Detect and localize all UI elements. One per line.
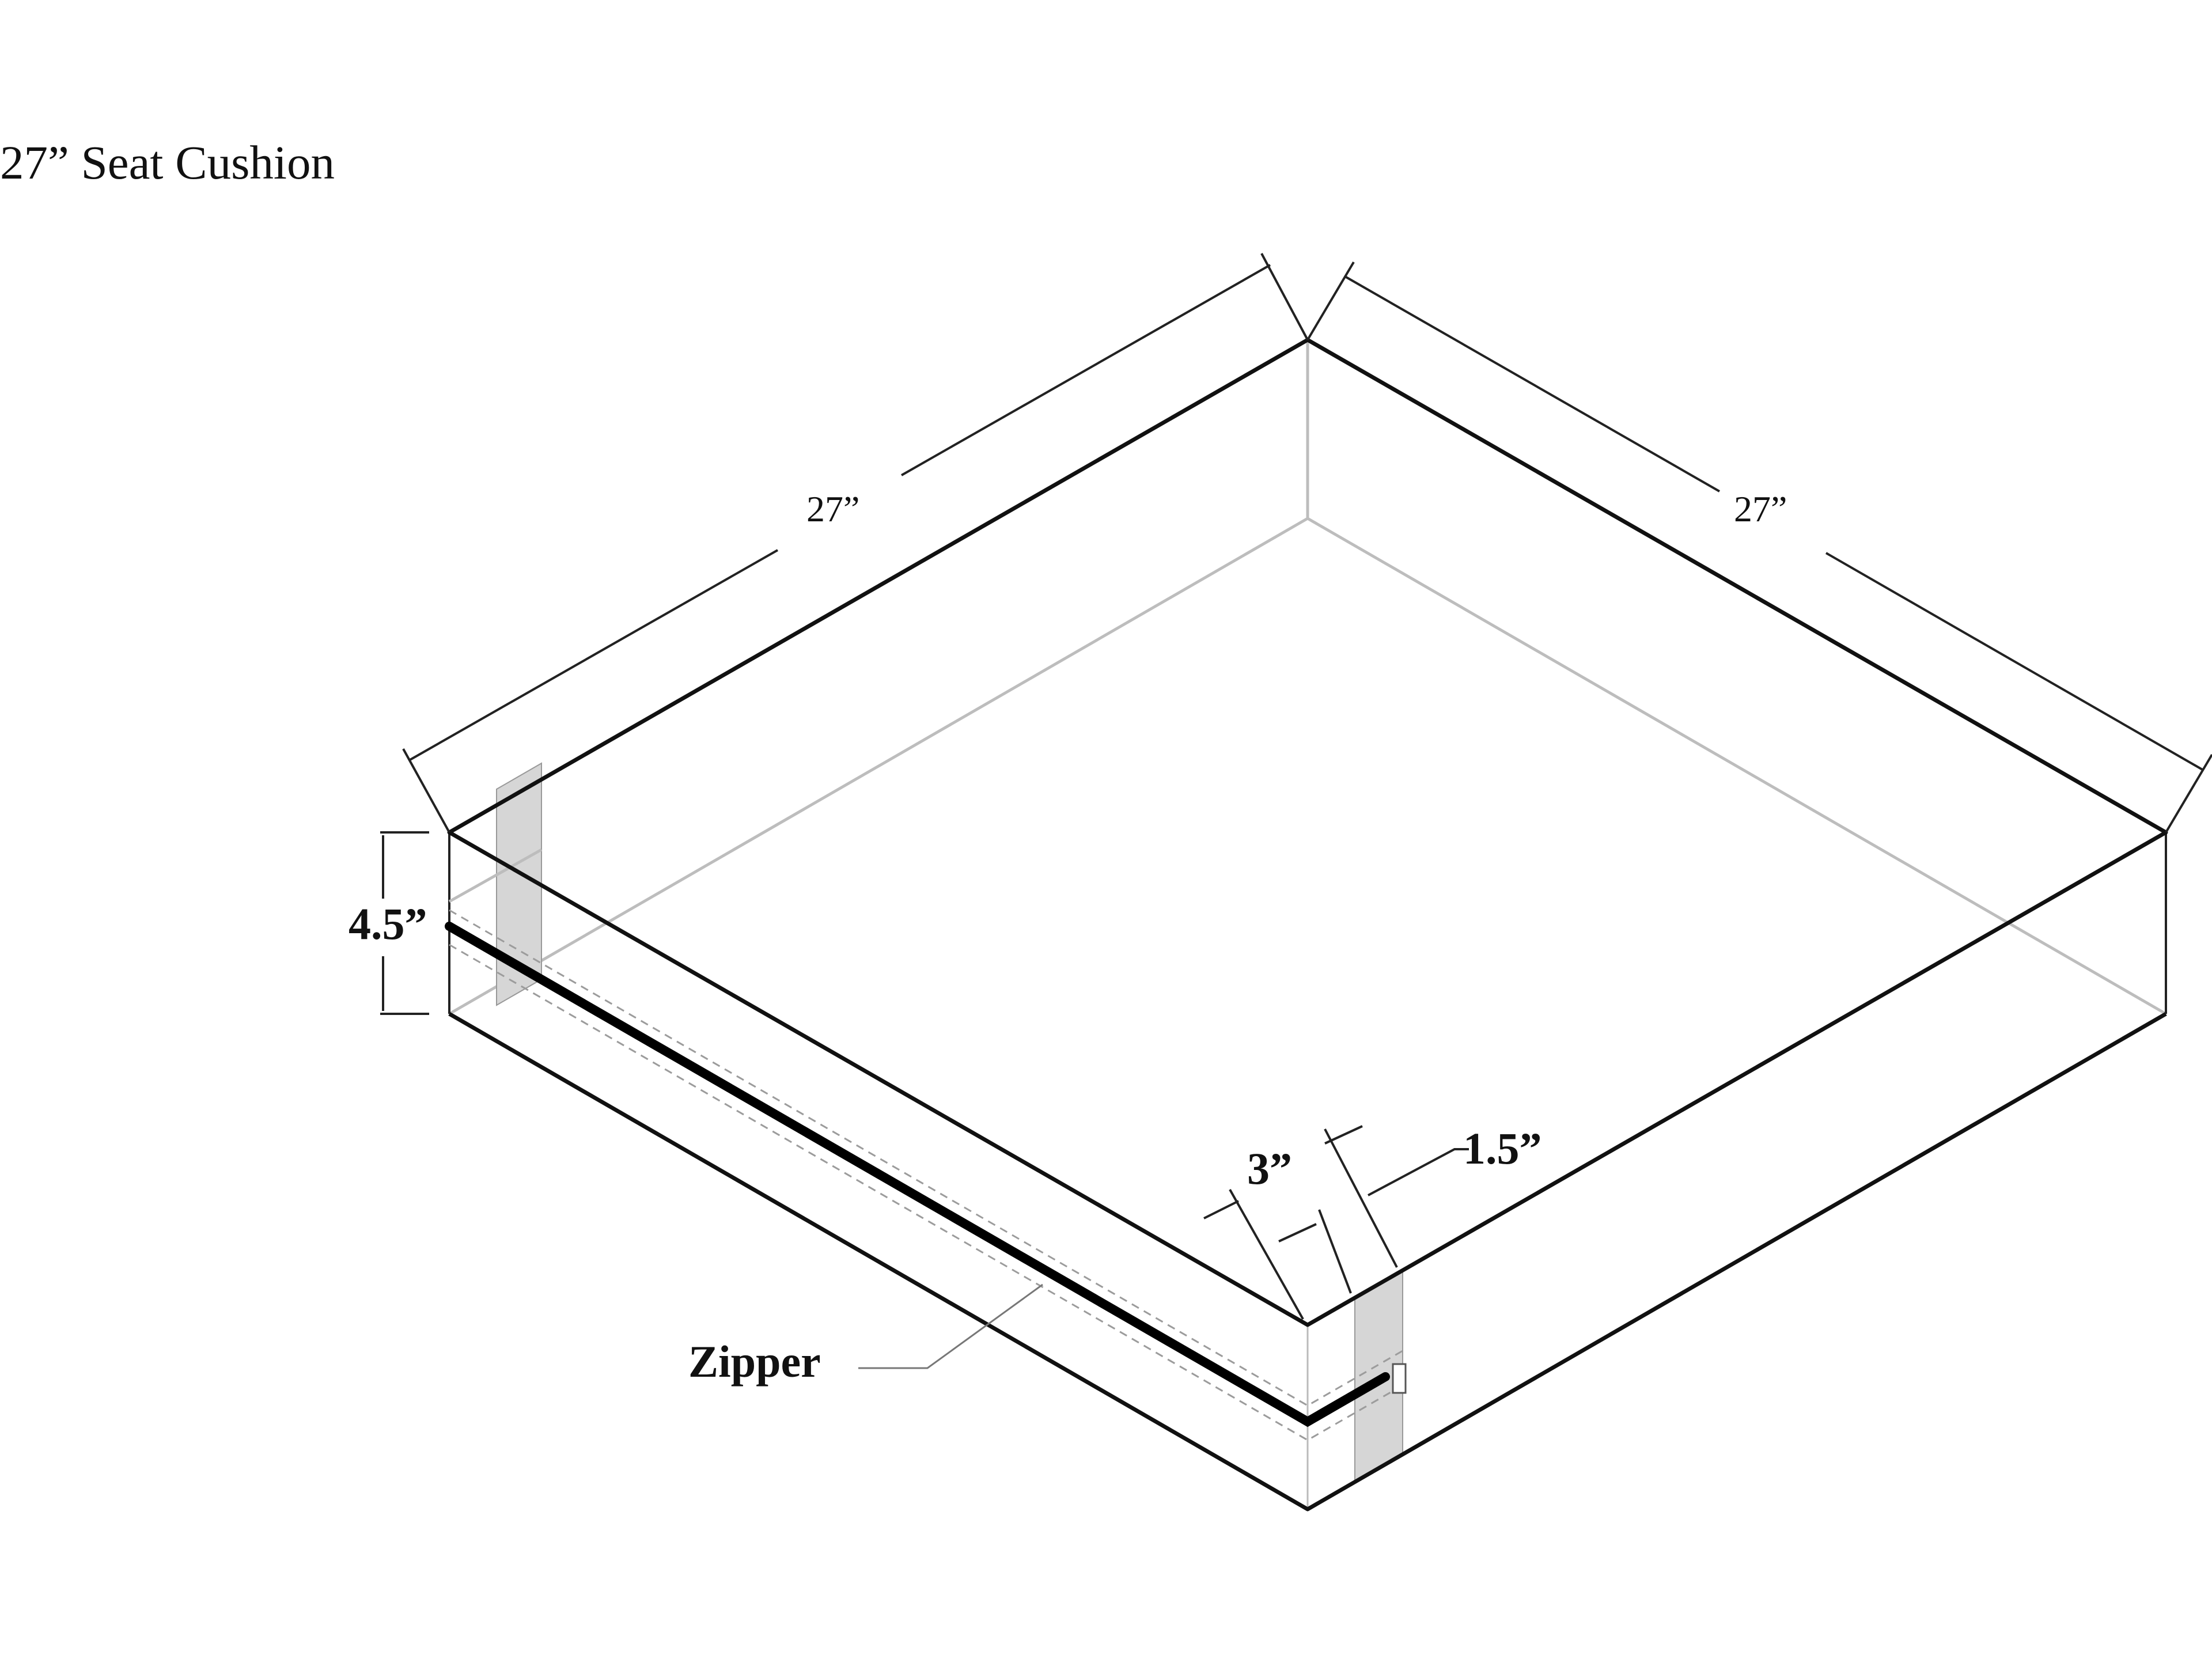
zipper-line [445, 922, 1390, 1427]
zipper-callout: Zipper [688, 1283, 1043, 1387]
height-label: 4.5” [349, 899, 427, 949]
bottom-edges [448, 1012, 2167, 1512]
depth-dimension: 27” [1306, 261, 2212, 834]
width-label: 27” [806, 488, 859, 529]
height-dimension: 4.5” [349, 831, 429, 1015]
gusset-label: 3” [1247, 1143, 1292, 1194]
top-face [447, 338, 2168, 1327]
vertical-edges [448, 832, 2167, 1509]
hidden-edges [448, 340, 2167, 1016]
depth-label: 27” [1734, 488, 1787, 529]
seam-offset-dimension: 1.5” [1324, 1123, 1542, 1268]
zipper-pull [1392, 1363, 1407, 1394]
diagram-title: 27” Seat Cushion [0, 136, 335, 189]
width-dimension: 27” [402, 253, 1309, 833]
seam-offset-label: 1.5” [1463, 1123, 1542, 1173]
zipper-seam-lines [448, 848, 1403, 1441]
zipper-label: Zipper [688, 1336, 821, 1387]
gusset-dimension: 3” [1203, 1143, 1352, 1320]
